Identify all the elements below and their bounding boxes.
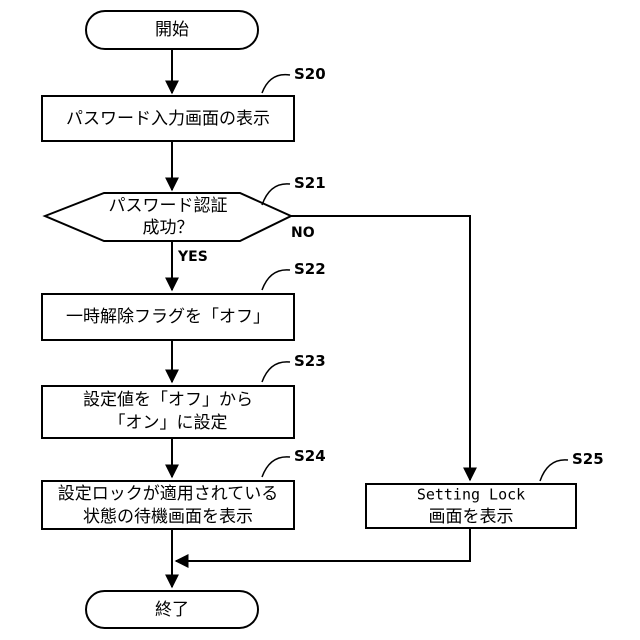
s25-line1: Setting Lock [417, 486, 525, 504]
s21-leader [262, 184, 290, 205]
end-label: 終了 [155, 600, 189, 620]
s23-leader [262, 362, 290, 382]
s20-leader [262, 75, 290, 93]
decision-s21: パスワード認証 成功？ S21 [45, 174, 326, 241]
s20-text: パスワード入力画面の表示 [66, 109, 270, 129]
s20-label: S20 [294, 65, 326, 83]
s25-label: S25 [572, 450, 604, 468]
s24-label: S24 [294, 447, 326, 465]
end-terminal: 終了 [86, 591, 258, 628]
start-label: 開始 [155, 20, 189, 40]
s21-line1: パスワード認証 [109, 196, 228, 216]
step-s20: パスワード入力画面の表示 S20 [42, 65, 326, 141]
s21-label: S21 [294, 174, 326, 192]
connector-s21-s25-no [291, 216, 470, 480]
s22-leader [262, 270, 290, 290]
s23-label: S23 [294, 352, 326, 370]
s24-line2: 状態の待機画面を表示 [83, 507, 253, 527]
s21-line2: 成功？ [143, 218, 194, 238]
step-s24: 設定ロックが適用されている 状態の待機画面を表示 S24 [42, 447, 326, 529]
yes-label: YES [177, 249, 208, 265]
no-label: NO [291, 225, 315, 241]
connector-s25-merge [176, 528, 470, 561]
s23-line2: 「オン」に設定 [109, 413, 228, 433]
step-s22: 一時解除フラグを「オフ」 S22 [42, 260, 326, 340]
s23-line1: 設定値を「オフ」から [83, 390, 253, 410]
step-s23: 設定値を「オフ」から 「オン」に設定 S23 [42, 352, 326, 438]
s25-leader [540, 460, 568, 481]
step-s25: Setting Lock 画面を表示 S25 [366, 450, 604, 528]
s25-line2: 画面を表示 [429, 507, 514, 527]
start-terminal: 開始 [86, 11, 258, 49]
s24-leader [262, 457, 290, 477]
s22-text: 一時解除フラグを「オフ」 [66, 307, 270, 327]
s22-label: S22 [294, 260, 326, 278]
s24-line1: 設定ロックが適用されている [58, 484, 279, 504]
